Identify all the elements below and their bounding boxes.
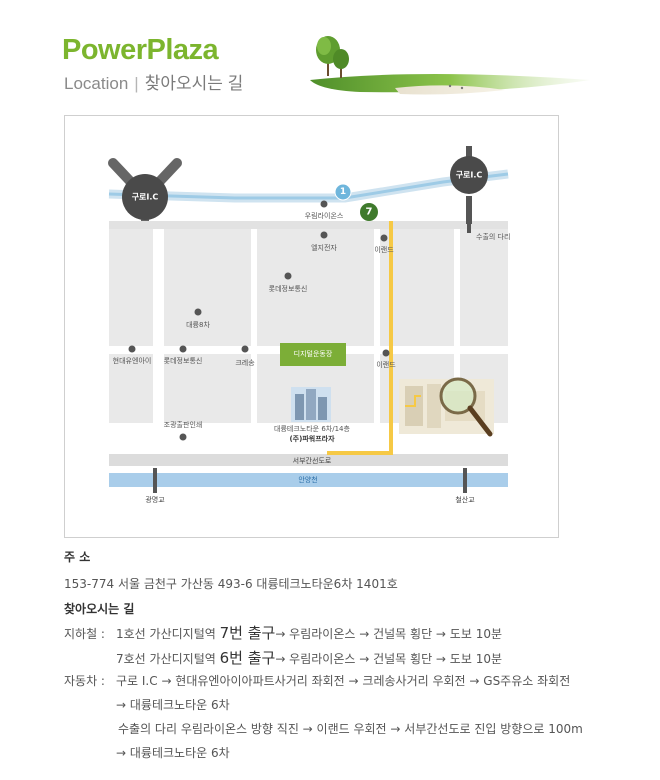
road — [159, 229, 164, 423]
building-label-2: (주)파워프라자 — [289, 435, 335, 443]
car-line-3: 수출의 다리 우림라이온스 방향 직진 → 이랜드 우회전 → 서부간선도로 진… — [118, 722, 583, 736]
ic-left-circle — [122, 174, 168, 220]
subway-line-1: 1호선 가산디지털역 7번 출구→ 우림라이온스 → 건널목 횡단 → 도보 1… — [116, 622, 502, 643]
city-block — [159, 229, 251, 423]
address-heading: 주 소 — [64, 550, 91, 564]
daeryung8-label: 대륭8차 — [186, 321, 210, 329]
ic-right-circle — [450, 156, 488, 194]
gwangmyeong-bridge-label: 광명교 — [145, 496, 165, 504]
subway-badge-label: 7 — [365, 206, 373, 218]
anyang-stream — [109, 473, 508, 487]
subway-line-2: 7호선 가산디지털역 6번 출구→ 우림라이온스 → 건널목 횡단 → 도보 1… — [116, 647, 502, 668]
subway-line-1-station: 1호선 가산디지털역 — [116, 627, 220, 641]
cheolsan-bridge-label: 철산교 — [455, 496, 475, 504]
car-line-1: 구로 I.C → 현대유엔아이아파트사거리 좌회전 → 크레송사거리 우회전 →… — [116, 674, 571, 688]
section-kr-label: 찾아오시는 길 — [144, 74, 244, 93]
digital-stadium-box: 디지털운동장 — [280, 343, 346, 366]
crescent-label: 크레송 — [235, 359, 255, 367]
building-label-1: 대륭테크노타운 6차/14층 — [274, 425, 350, 433]
bridge — [153, 468, 157, 493]
subway-line-2-station: 7호선 가산디지털역 — [116, 652, 220, 666]
magnifier-icon — [439, 377, 477, 415]
divider: | — [134, 74, 139, 93]
bridge — [463, 468, 467, 493]
car-line-4: → 대륭테크노타운 6차 — [116, 746, 230, 760]
subway-line-2-route: → 우림라이온스 → 건널목 횡단 → 도보 10분 — [275, 652, 503, 666]
subway-line-2-exit: 6번 출구 — [219, 649, 276, 667]
subway-line-1-exit: 7번 출구 — [219, 624, 276, 642]
seobu-road-label: 서부간선도로 — [292, 457, 332, 465]
ic-left-label: 구로I.C — [131, 192, 159, 202]
anyang-stream-label: 안양천 — [298, 476, 318, 484]
lotte-top-label: 롯데정보통신 — [268, 285, 308, 293]
eland-top-label: 이랜드 — [374, 246, 394, 254]
subway-label: 지하철 : — [64, 627, 105, 641]
hyundai-label: 현대유엔아이 — [112, 357, 152, 365]
road — [109, 221, 508, 229]
car-label: 자동차 : — [64, 674, 105, 688]
car-line-2: → 대륭테크노타운 6차 — [116, 698, 230, 712]
woorim-label: 우림라이온스 — [304, 212, 344, 220]
brand-title: PowerPlaza — [62, 34, 219, 66]
city-block — [109, 229, 153, 423]
jogwang-label: 조광출판인쇄 — [163, 421, 203, 429]
tree-hill-illustration — [310, 36, 590, 95]
page-subtitle: Location | 찾아오시는 길 — [64, 69, 243, 94]
subway-walking-route — [327, 221, 393, 455]
lg-label: 엘지전자 — [311, 244, 337, 252]
ic-right-label: 구로I.C — [455, 170, 483, 180]
subway-badge — [360, 203, 378, 221]
directions-heading: 찾아오시는 길 — [64, 602, 135, 616]
section-en-label: Location — [64, 74, 129, 93]
subway-line-1-route: → 우림라이온스 → 건널목 횡단 → 도보 10분 — [275, 627, 503, 641]
route-badge — [334, 183, 352, 201]
address-text: 153-774 서울 금천구 가산동 493-6 대륭테크노타운6차 1401호 — [64, 577, 398, 591]
location-map[interactable]: 구로I.C 구로I.C 1 7 우림라이온스 수출의 다리 엘지전자 이랜드 롯… — [64, 115, 559, 538]
address-section: 주 소 — [64, 548, 644, 565]
eland-mid-label: 이랜드 — [376, 361, 396, 369]
lotte-mid-label: 롯데정보통신 — [163, 357, 203, 365]
suchul-bridge-label: 수출의 다리 — [476, 233, 511, 241]
seobu-expressway — [109, 454, 508, 466]
map-canvas — [108, 146, 509, 493]
route-badge-label: 1 — [339, 187, 347, 197]
